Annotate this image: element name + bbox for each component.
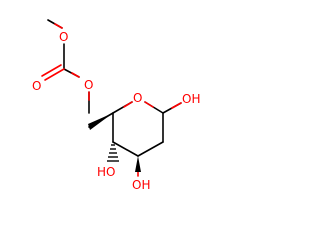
- wedge-c5-ch2: [88, 113, 113, 130]
- chain-o-half: [71, 72, 80, 78]
- carbonyl-double-bond-a: [44, 68, 65, 81]
- ester-o-chain-label: O: [84, 78, 93, 92]
- carbonyl-double-bond-b: [41, 64, 62, 77]
- ring-o-half-right: [144, 101, 154, 108]
- hash-c4-ho: [107, 144, 119, 162]
- c3-oh-label: OH: [132, 178, 150, 192]
- methyl-o-half: [54, 23, 63, 29]
- c1-oh-half: [171, 102, 182, 109]
- wedge-c3-oh: [135, 156, 141, 172]
- ring-c3-c4-bond: [112, 141, 139, 157]
- stereo-bonds: [88, 113, 141, 172]
- atom-labels: O O O O OH HO OH: [32, 30, 200, 192]
- bond-accents: [41, 23, 182, 177]
- carbonyl-o-label: O: [32, 79, 41, 93]
- structure-canvas: O O O O OH HO OH: [32, 19, 200, 192]
- anomeric-oh-label: OH: [182, 92, 200, 106]
- ring-o-half-left: [123, 101, 133, 108]
- ring-o-label: O: [133, 91, 142, 105]
- c4-ho-label: HO: [97, 165, 115, 179]
- ring-c2-c3-bond: [137, 141, 164, 157]
- ester-o-top-label: O: [59, 30, 68, 44]
